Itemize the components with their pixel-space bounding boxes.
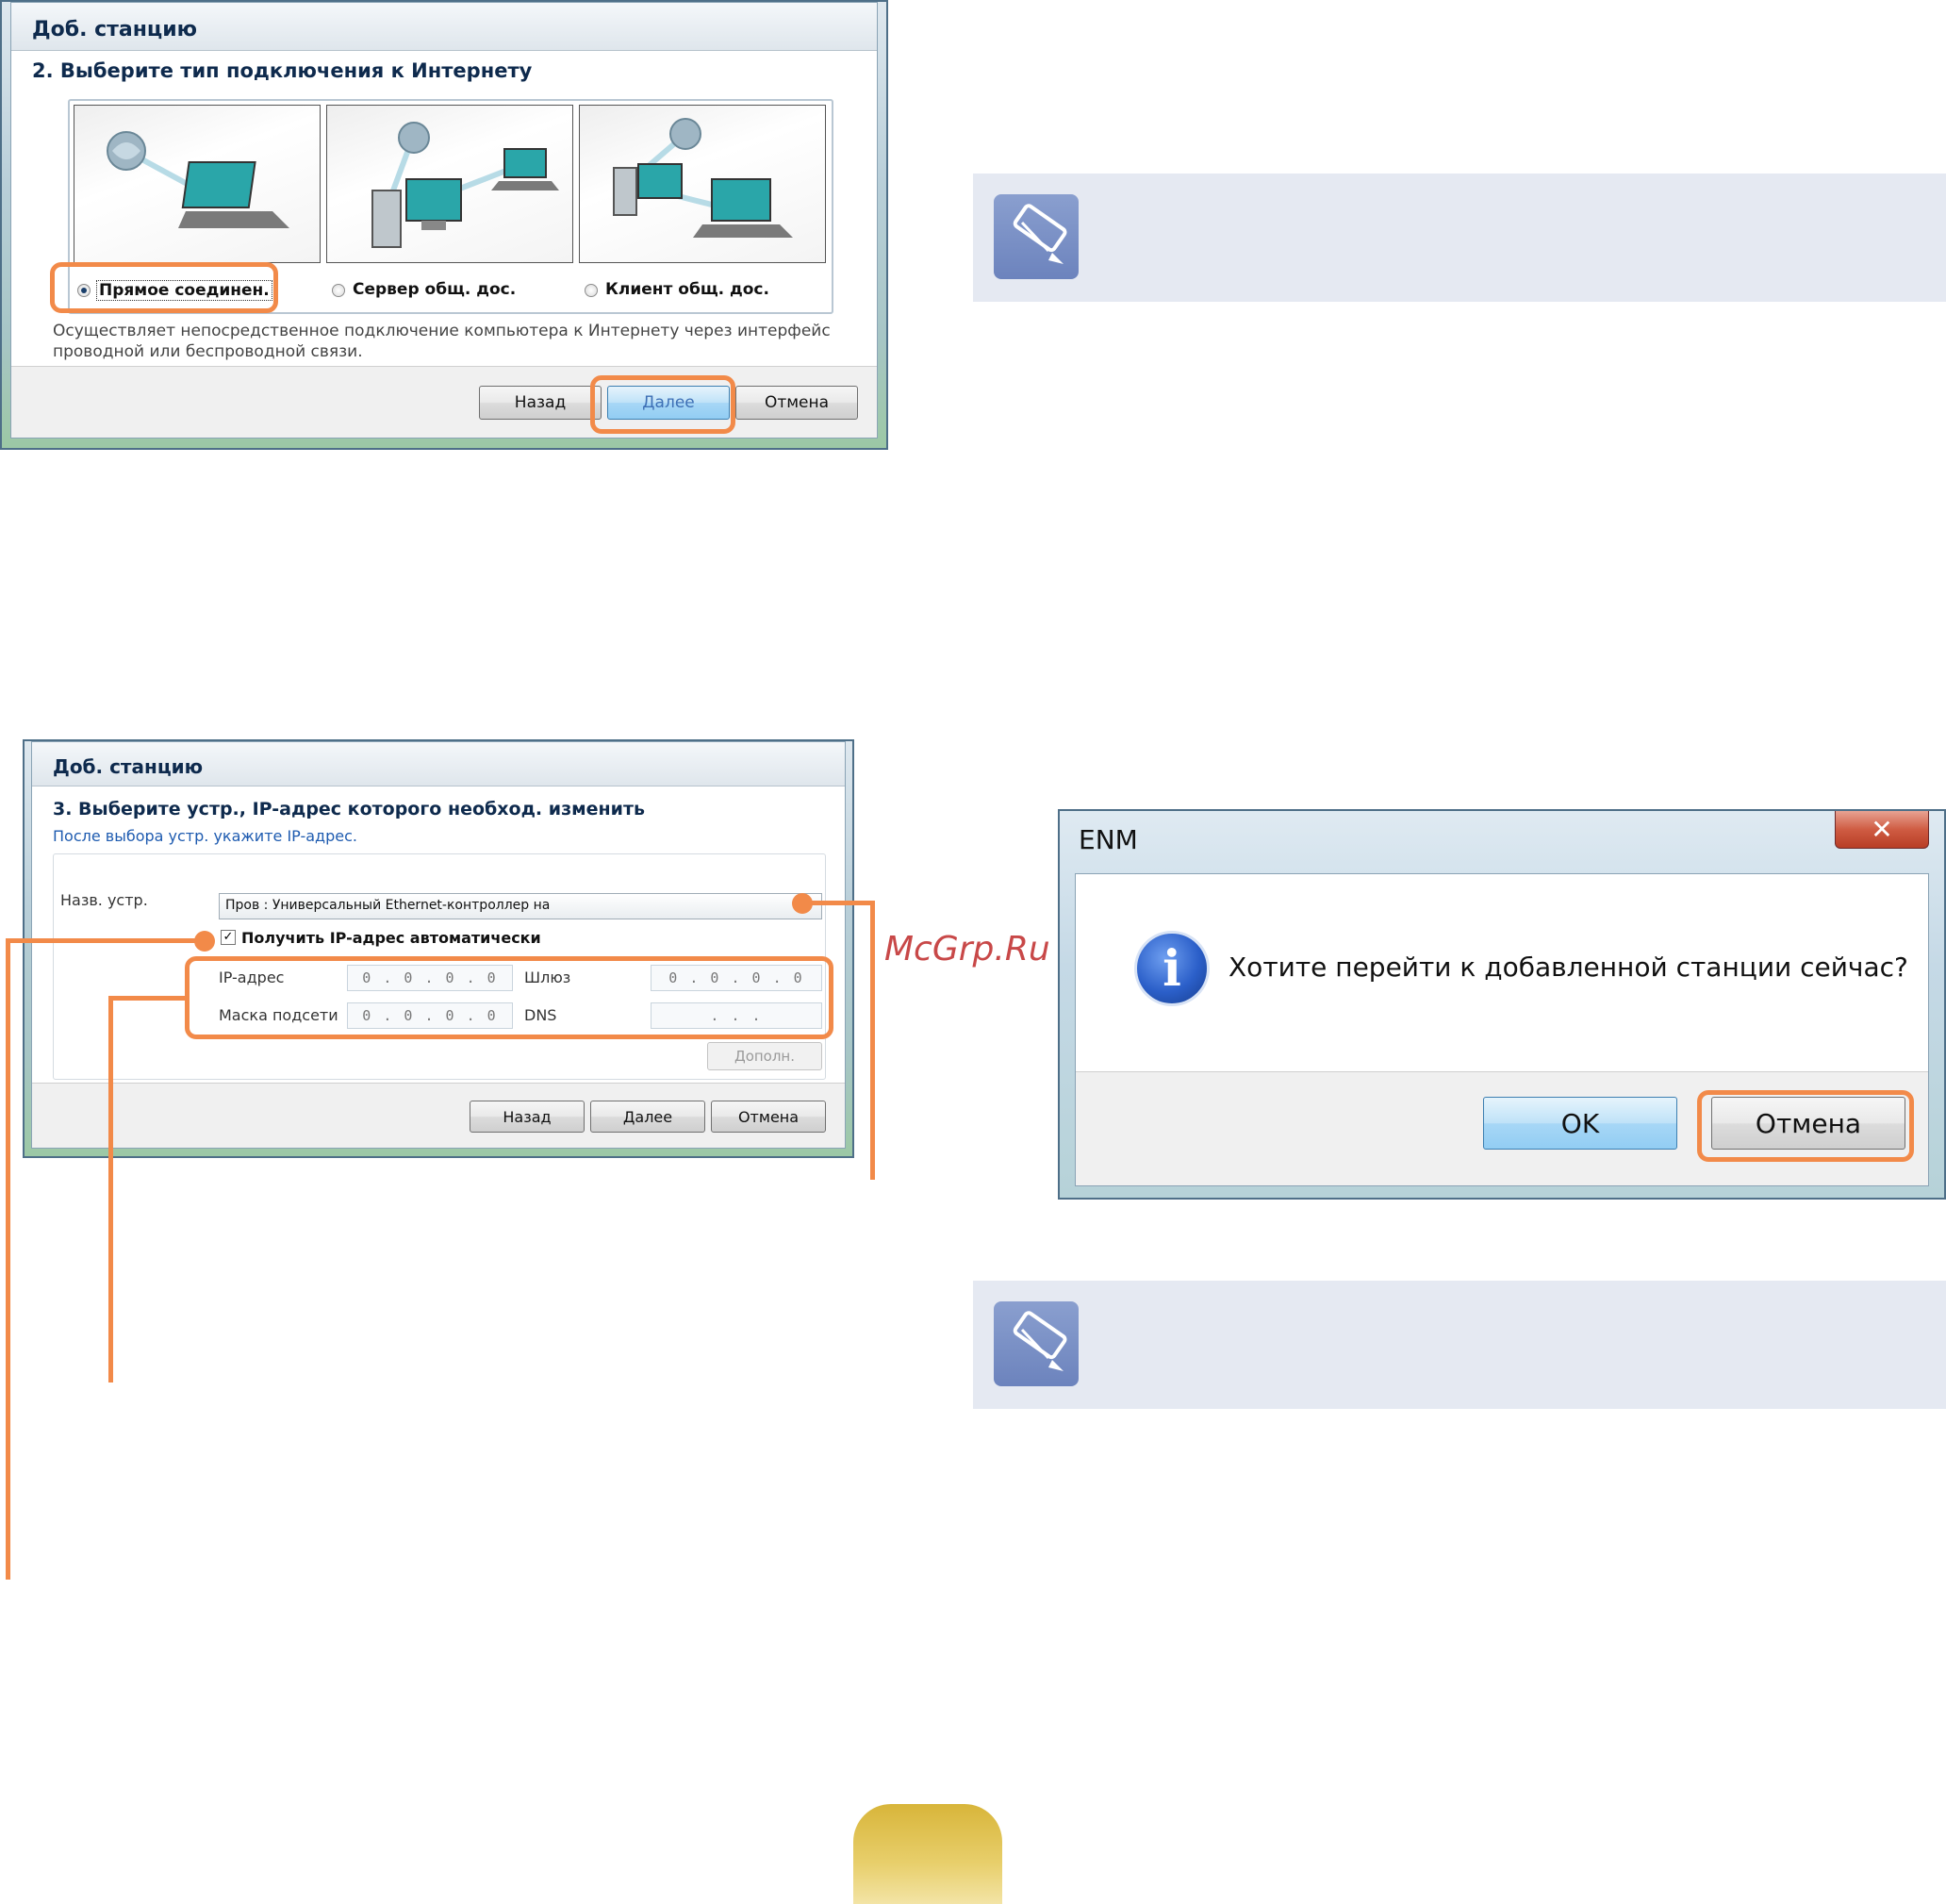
callout-line-device-v — [870, 901, 875, 1180]
device-name-select[interactable]: Пров : Универсальный Ethernet-контроллер… — [219, 893, 822, 919]
cancel-button[interactable]: Отмена — [1711, 1097, 1905, 1150]
close-icon: ✕ — [1871, 814, 1893, 845]
note-pencil-icon — [994, 1301, 1079, 1386]
radio-client-sharing[interactable] — [585, 284, 598, 297]
radio-direct-connection[interactable] — [77, 284, 91, 297]
dialog-header — [11, 3, 877, 51]
callout-line-device-h — [809, 901, 875, 905]
client-sharing-image[interactable] — [579, 105, 826, 263]
gateway-input[interactable]: 0 . 0 . 0 . 0 — [651, 965, 822, 991]
dialog-footer — [32, 1083, 845, 1148]
highlight-ip-fields — [185, 956, 833, 1039]
server-sharing-image[interactable] — [326, 105, 573, 263]
callout-dot-device — [792, 893, 813, 914]
dialog-enm-confirm: ENM ✕ i Хотите перейти к добавленной ста… — [1058, 809, 1946, 1200]
close-button[interactable]: ✕ — [1835, 811, 1929, 849]
device-name-label: Назв. устр. — [60, 891, 148, 909]
highlight-next-button — [590, 375, 735, 434]
radio-server-sharing-label[interactable]: Сервер общ. дос. — [353, 280, 517, 299]
advanced-button[interactable]: Дополн. — [707, 1042, 822, 1070]
description-line-2: проводной или беспроводной связи. — [53, 342, 363, 361]
device-name-value: Пров : Универсальный Ethernet-контроллер… — [225, 898, 551, 913]
ip-address-label: IP-адрес — [219, 969, 285, 986]
dialog-connection-type: Доб. станцию 2. Выберите тип подключения… — [0, 0, 888, 450]
subnet-mask-label: Маска подсети — [219, 1006, 338, 1024]
page-number-tab — [853, 1804, 1002, 1904]
subnet-mask-input[interactable]: 0 . 0 . 0 . 0 — [347, 1002, 513, 1029]
globe-desktop-laptop-client-icon — [613, 118, 793, 238]
back-button[interactable]: Назад — [479, 386, 602, 420]
cancel-button[interactable]: Отмена — [711, 1101, 826, 1133]
dialog-select-device: Доб. станцию 3. Выберите устр., IP-адрес… — [23, 739, 854, 1158]
note-box — [973, 1281, 1946, 1409]
cancel-button[interactable]: Отмена — [735, 386, 858, 420]
highlight-cancel-button — [1697, 1090, 1914, 1162]
auto-ip-label[interactable]: Получить IP-адрес автоматически — [241, 929, 541, 947]
ip-address-input[interactable]: 0 . 0 . 0 . 0 — [347, 965, 513, 991]
ok-button[interactable]: OK — [1483, 1097, 1677, 1150]
dialog-title: Доб. станцию — [32, 18, 198, 41]
gateway-label: Шлюз — [524, 969, 571, 986]
auto-ip-checkbox[interactable]: ✓ — [221, 930, 236, 945]
step-heading: 2. Выберите тип подключения к Интернету — [32, 59, 533, 82]
dialog-title: ENM — [1079, 824, 1138, 855]
note-pencil-icon — [994, 194, 1079, 279]
dialog-client-area: Доб. станцию 2. Выберите тип подключения… — [10, 2, 878, 439]
next-button[interactable]: Далее — [607, 386, 730, 420]
confirm-message: Хотите перейти к добавленной станции сей… — [1229, 952, 1908, 983]
radio-server-sharing[interactable] — [332, 284, 345, 297]
note-box — [973, 174, 1946, 302]
description-line-1: Осуществляет непосредственное подключени… — [53, 322, 831, 340]
dns-label: DNS — [524, 1006, 557, 1024]
dialog-title: Доб. станцию — [53, 755, 204, 778]
dialog-client-area: Доб. станцию 3. Выберите устр., IP-адрес… — [31, 741, 846, 1149]
next-button[interactable]: Далее — [590, 1101, 705, 1133]
radio-direct-connection-label[interactable]: Прямое соединен. — [96, 280, 272, 301]
dns-input[interactable]: . . . — [651, 1002, 822, 1029]
watermark: McGrp.Ru — [884, 930, 1050, 969]
step-heading: 3. Выберите устр., IP-адрес которого нео… — [53, 799, 646, 820]
callout-dot-auto-ip — [194, 931, 215, 952]
radio-client-sharing-label[interactable]: Клиент общ. дос. — [605, 280, 769, 299]
callout-line-auto-ip-h — [6, 938, 200, 943]
callout-line-ip-v — [108, 996, 113, 1382]
direct-connection-image[interactable] — [74, 105, 321, 263]
globe-desktop-laptop-icon — [371, 122, 559, 248]
info-icon: i — [1134, 931, 1210, 1006]
step-subheading: После выбора устр. укажите IP-адрес. — [53, 827, 357, 845]
callout-line-auto-ip-v — [6, 938, 10, 1580]
back-button[interactable]: Назад — [470, 1101, 585, 1133]
callout-line-ip-h — [108, 996, 190, 1001]
globe-laptop-icon — [107, 131, 289, 228]
highlight-direct-connection — [50, 262, 278, 313]
dialog-client-area: i Хотите перейти к добавленной станции с… — [1075, 873, 1929, 1186]
dialog-header — [32, 742, 845, 786]
